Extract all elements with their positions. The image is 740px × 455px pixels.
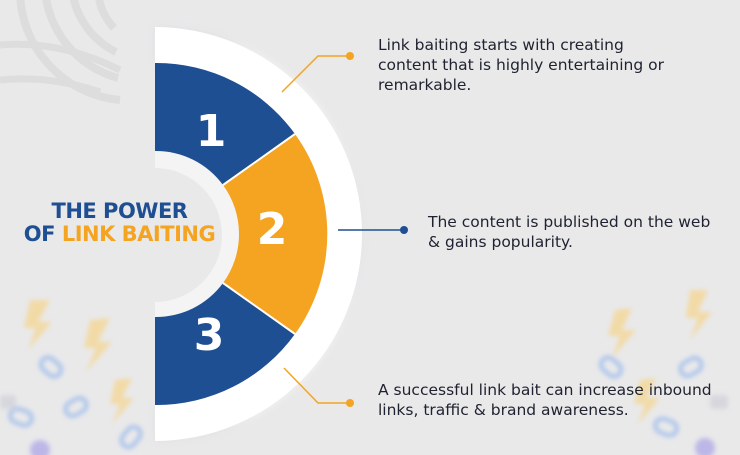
title-highlight: LINK BAITING <box>61 222 216 246</box>
globe-decoration <box>0 0 122 104</box>
step-1-description: Link baiting starts with creating conten… <box>378 36 664 94</box>
title-line-2: OF LINK BAITING <box>12 223 227 246</box>
step-3-number: 3 <box>193 310 225 361</box>
segment-3 <box>155 283 295 406</box>
blurred-bolt-decoration-left <box>0 300 143 455</box>
diagram-title: THE POWER OF LINK BAITING <box>12 200 227 246</box>
step-2-description: The content is published on the web & ga… <box>428 213 711 251</box>
step-1-number: 1 <box>195 106 227 157</box>
title-line-2-prefix: OF <box>23 222 56 246</box>
connector-1 <box>281 52 354 93</box>
segment-2 <box>223 134 328 334</box>
blurred-bolt-decoration-right <box>598 290 728 455</box>
step-2-number: 2 <box>256 204 288 255</box>
step-3-description: A successful link bait can increase inbo… <box>378 381 712 419</box>
title-line-1: THE POWER <box>51 199 188 223</box>
connector-2 <box>338 226 408 234</box>
segment-1 <box>155 62 295 185</box>
connector-3 <box>283 367 354 407</box>
